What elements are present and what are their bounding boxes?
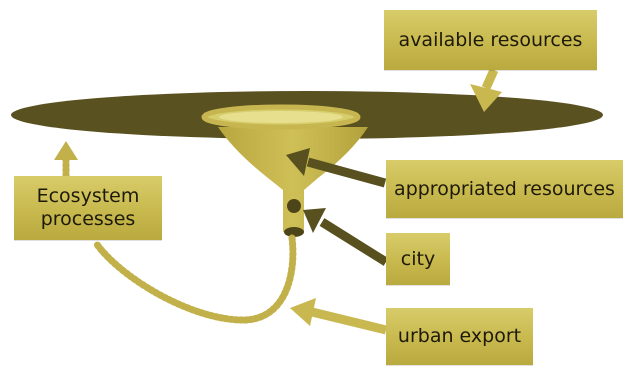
urban-export-loop bbox=[92, 234, 297, 324]
funnel-rim-inner bbox=[219, 111, 343, 123]
ecosystem-processes-label: Ecosystem processes bbox=[14, 176, 162, 240]
funnel bbox=[218, 127, 368, 232]
city-label: city bbox=[386, 233, 450, 285]
city-node bbox=[287, 199, 301, 213]
city-text: city bbox=[400, 247, 436, 270]
urban-export-arrow-head bbox=[290, 298, 316, 326]
city-arrow-shaft bbox=[319, 218, 389, 266]
appropriated-resources-label: appropriated resources bbox=[386, 160, 623, 218]
appropriated-resources-text: appropriated resources bbox=[394, 177, 615, 200]
available-arrow-head bbox=[470, 84, 502, 112]
appropriated-arrow-shaft bbox=[306, 157, 387, 188]
ecosystem-processes-text: Ecosystem processes bbox=[36, 185, 140, 230]
urban-export-arrow-shaft bbox=[310, 307, 388, 335]
city-arrow-head bbox=[303, 208, 326, 233]
urban-export-label: urban export bbox=[386, 308, 533, 365]
city-node-base bbox=[284, 227, 304, 237]
available-arrow-shaft bbox=[481, 68, 499, 90]
available-resources-text: available resources bbox=[398, 28, 583, 51]
urban-export-text: urban export bbox=[397, 325, 522, 347]
ecosystem-up-arrow-head bbox=[54, 141, 78, 160]
appropriated-arrow-head bbox=[286, 148, 310, 176]
available-resources-label: available resources bbox=[384, 10, 597, 70]
